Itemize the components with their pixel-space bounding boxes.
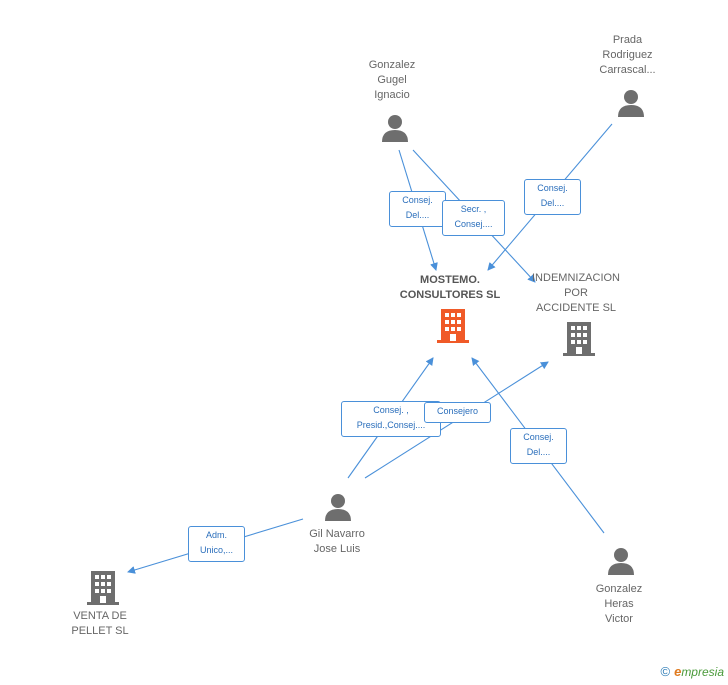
node-label-prada[interactable]: Prada Rodriguez Carrascal... [599, 34, 656, 76]
edge-label-gugel-indemnizacion[interactable]: Secr. , Consej.... [442, 200, 505, 236]
node-label-gonzalez-heras[interactable]: Gonzalez Heras Victor [595, 583, 643, 625]
person-icon[interactable] [382, 115, 408, 142]
node-label-gonzalez-gugel[interactable]: Gonzalez Gugel Ignacio [368, 59, 416, 101]
edge-label-gil-indemnizacion[interactable]: Consejero [424, 402, 491, 423]
node-label-indemnizacion[interactable]: INDEMNIZACION POR ACCIDENTE SL [532, 272, 620, 314]
brand-initial: e [674, 664, 682, 679]
footer-brand: ©empresia [660, 664, 724, 679]
person-icon[interactable] [608, 548, 634, 575]
edge-label-heras-mostemo[interactable]: Consej. Del.... [510, 428, 567, 464]
node-label-venta-pellet[interactable]: VENTA DE PELLET SL [71, 610, 129, 637]
building-icon[interactable] [563, 322, 595, 356]
person-icon[interactable] [325, 494, 351, 521]
edge-label-prada-mostemo[interactable]: Consej. Del.... [524, 179, 581, 215]
edge-label-gil-venta[interactable]: Adm. Unico,... [188, 526, 245, 562]
edge-label-gugel-mostemo[interactable]: Consej. Del.... [389, 191, 446, 227]
building-icon[interactable] [87, 571, 119, 605]
building-icon-main[interactable] [437, 309, 469, 343]
node-label-gil-navarro[interactable]: Gil Navarro Jose Luis [309, 528, 365, 555]
copyright-symbol: © [660, 664, 671, 679]
person-icon[interactable] [618, 90, 644, 117]
node-label-mostemo[interactable]: MOSTEMO. CONSULTORES SL [399, 274, 501, 301]
brand-name: mpresia [681, 665, 724, 679]
